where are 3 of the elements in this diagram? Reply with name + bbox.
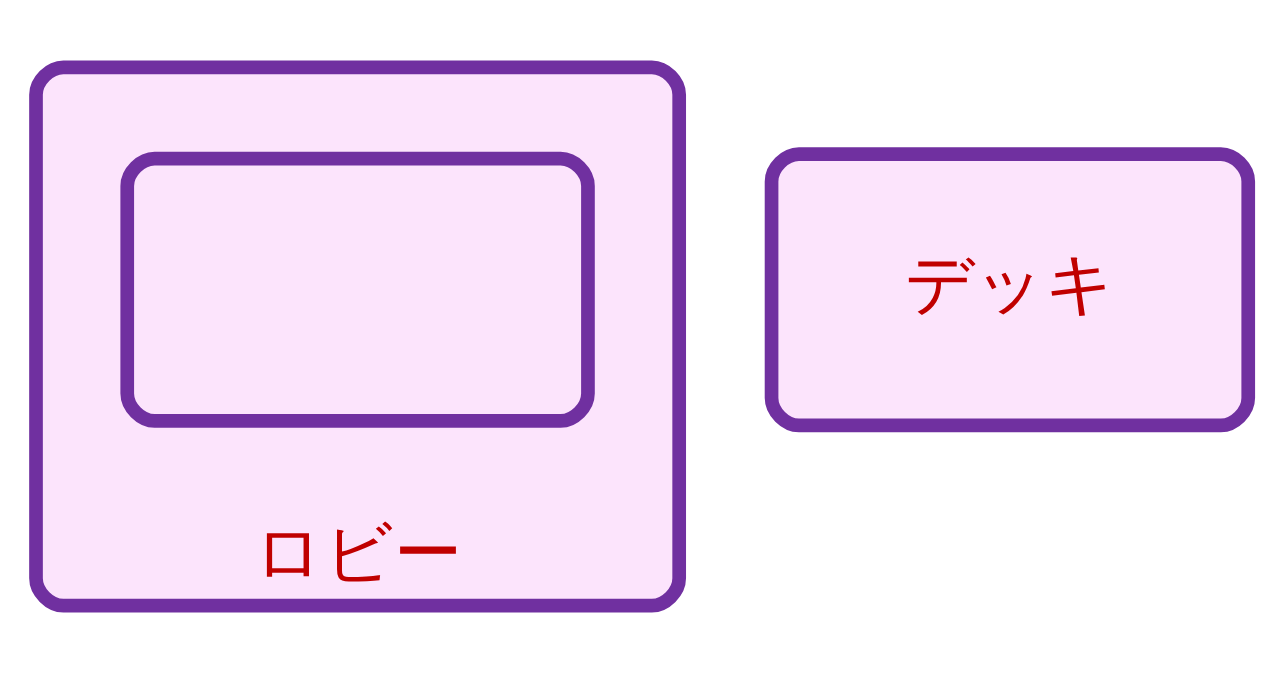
node-box: デッキ [764, 147, 1256, 433]
node-box [120, 151, 595, 428]
cluster: ロビー [29, 60, 687, 613]
